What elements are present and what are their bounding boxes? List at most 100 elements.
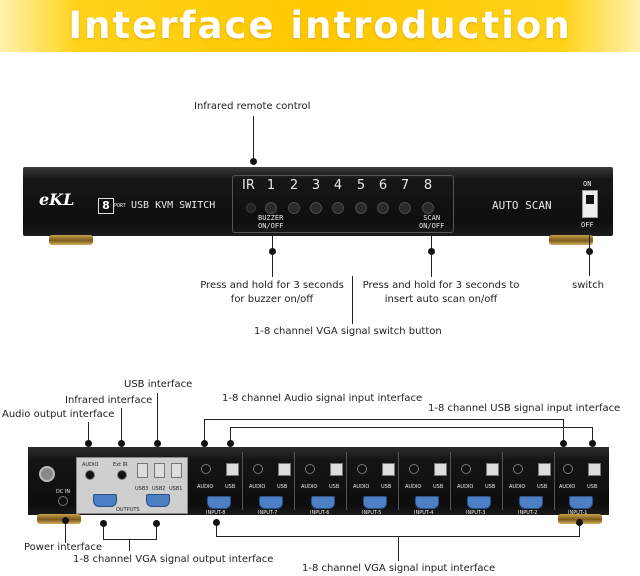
audio-port-label: AUDIO: [559, 484, 576, 490]
audio-port-label: AUDIO: [457, 484, 474, 490]
vga-output-port[interactable]: [146, 494, 170, 507]
port-button-5[interactable]: [355, 202, 367, 214]
usb-port-label: USB: [277, 484, 288, 490]
usb-input-port[interactable]: [226, 463, 239, 476]
button-panel: [232, 175, 454, 233]
callout-dot: [589, 440, 596, 447]
vga-input-port[interactable]: [259, 496, 283, 509]
bracket-audio: [204, 419, 564, 420]
usb-input-port[interactable]: [330, 463, 343, 476]
input-label: INPUT-6: [310, 510, 330, 516]
port-button-7[interactable]: [399, 202, 411, 214]
vga-input-port[interactable]: [311, 496, 335, 509]
port-number-8: 8: [423, 178, 433, 193]
vga-input-port[interactable]: [569, 496, 593, 509]
input-label: INPUT-1: [568, 510, 588, 516]
callout-dot: [153, 520, 160, 527]
callout-dot: [62, 517, 69, 524]
leader-line: [579, 525, 580, 537]
vga-input-port[interactable]: [467, 496, 491, 509]
audio-port-label: AUDIO: [405, 484, 422, 490]
power-toggle-switch[interactable]: [582, 190, 598, 218]
leader-line: [352, 276, 353, 324]
leader-line: [563, 419, 564, 443]
usb-input-port[interactable]: [434, 463, 447, 476]
callout-dot: [100, 520, 107, 527]
leader-line: [121, 408, 122, 446]
audio-port-label: AUDIO: [197, 484, 214, 490]
label-vga-switch-button: 1-8 channel VGA signal switch button: [254, 326, 442, 337]
usb-input-port[interactable]: [382, 463, 395, 476]
buzzer-label: BUZZER ON/OFF: [258, 214, 284, 230]
bracket-vga-output: [103, 539, 157, 540]
model-name: USB KVM SWITCH: [131, 200, 216, 211]
label-audio-input: 1-8 channel Audio signal input interface: [222, 393, 423, 404]
port-number-3: 3: [311, 178, 321, 193]
usb-input-port[interactable]: [588, 463, 601, 476]
input-label: INPUT-2: [518, 510, 538, 516]
ext-ir-label: Ext IR: [113, 462, 128, 468]
callout-dot: [213, 519, 220, 526]
scan-label: SCAN ON/OFF: [419, 214, 445, 230]
port-number-1: 1: [266, 178, 276, 193]
outputs-label: OUTPUTS: [116, 507, 140, 513]
usb-input-port[interactable]: [278, 463, 291, 476]
vga-input-port[interactable]: [519, 496, 543, 509]
brand-logo: eKL: [39, 190, 75, 209]
leader-line: [216, 525, 217, 537]
audio-input-jack[interactable]: [409, 464, 419, 474]
audio-input-jack[interactable]: [357, 464, 367, 474]
label-infrared-remote: Infrared remote control: [194, 101, 311, 112]
switch-on-label: ON: [583, 180, 592, 188]
ir-input-jack[interactable]: [117, 470, 127, 480]
page-title: Interface introduction: [68, 4, 572, 47]
divider: [346, 452, 347, 510]
audio-out-label: AUDIO: [82, 462, 99, 468]
port-number-6: 6: [378, 178, 388, 193]
ground-knob: [39, 466, 55, 482]
port-button-8[interactable]: [422, 202, 434, 214]
power-jack[interactable]: [58, 496, 68, 506]
leader-line: [431, 255, 432, 277]
leader-line: [253, 116, 254, 161]
callout-dot: [227, 440, 234, 447]
auto-scan-label: AUTO SCAN: [492, 199, 552, 212]
usb-port-3[interactable]: [137, 463, 148, 478]
audio-input-jack[interactable]: [253, 464, 263, 474]
port-button-3[interactable]: [310, 202, 322, 214]
port-button-6[interactable]: [377, 202, 389, 214]
leader-line: [157, 393, 158, 446]
label-vga-output: 1-8 channel VGA signal output interface: [73, 554, 274, 565]
usb-input-port[interactable]: [538, 463, 551, 476]
usb-port-2[interactable]: [154, 463, 165, 478]
port-number-5: 5: [356, 178, 366, 193]
audio-port-label: AUDIO: [249, 484, 266, 490]
audio-input-jack[interactable]: [201, 464, 211, 474]
vga-output-port[interactable]: [93, 494, 117, 507]
port-number-7: 7: [400, 178, 410, 193]
vga-input-port[interactable]: [415, 496, 439, 509]
usb-input-port[interactable]: [486, 463, 499, 476]
port-button-2[interactable]: [288, 202, 300, 214]
audio-port-label: AUDIO: [301, 484, 318, 490]
input-label: INPUT-7: [258, 510, 278, 516]
audio-port-label: AUDIO: [509, 484, 526, 490]
audio-input-jack[interactable]: [305, 464, 315, 474]
audio-input-jack[interactable]: [563, 464, 573, 474]
label-vga-input: 1-8 channel VGA signal input interface: [302, 563, 496, 574]
vga-input-port[interactable]: [363, 496, 387, 509]
port-word: PORT: [114, 203, 127, 209]
vga-input-port[interactable]: [207, 496, 231, 509]
leader-line: [88, 422, 89, 446]
port-button-1[interactable]: [265, 202, 277, 214]
label-power: Power interface: [24, 542, 103, 553]
callout-dot: [576, 519, 583, 526]
label-infrared-interface: Infrared interface: [65, 395, 153, 406]
audio-input-jack[interactable]: [513, 464, 523, 474]
audio-input-jack[interactable]: [461, 464, 471, 474]
leader-line: [272, 255, 273, 277]
port-button-4[interactable]: [332, 202, 344, 214]
ir-label: IR: [242, 178, 255, 193]
audio-output-jack[interactable]: [85, 470, 95, 480]
usb-port-1[interactable]: [171, 463, 182, 478]
